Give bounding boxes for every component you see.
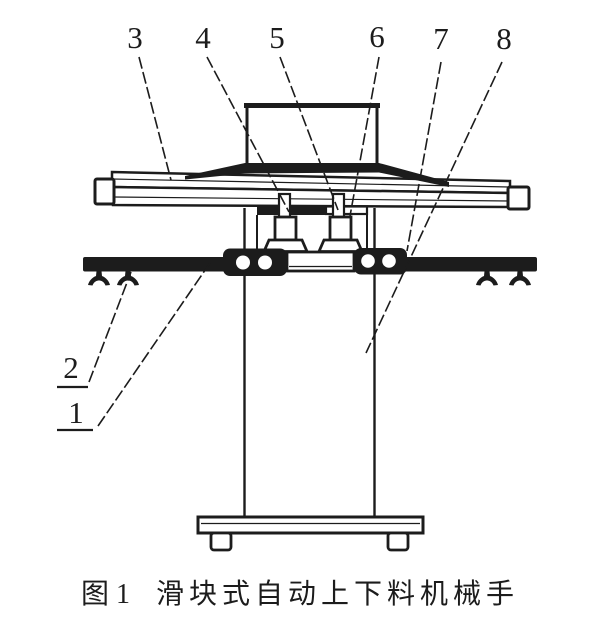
leader-line-4	[206, 56, 290, 213]
part-label-1: 1	[68, 395, 84, 430]
part-label-8: 8	[496, 21, 512, 56]
slide-block-left-hole-1	[236, 255, 250, 270]
base-foot-right	[386, 531, 410, 552]
part-label-5: 5	[269, 20, 285, 55]
base-foot-left	[209, 531, 233, 552]
slide-block-right-hole-1	[361, 254, 375, 268]
leader-line-5	[279, 56, 339, 211]
part-label-6: 6	[369, 19, 385, 54]
center-guide-bar	[285, 250, 356, 273]
base-plate	[196, 515, 425, 535]
leader-line-7	[406, 61, 442, 252]
figure-caption: 图 1 滑块式自动上下料机械手	[0, 572, 600, 612]
t-slider-left-stem	[273, 215, 298, 242]
rail-end-cap-left	[93, 177, 116, 206]
rail-end-cap-right	[506, 185, 531, 211]
gripper-claw	[476, 271, 498, 286]
slide-block-left	[223, 248, 287, 276]
part-label-3: 3	[127, 20, 143, 55]
rail-inner-line-bottom	[112, 196, 511, 202]
t-slider-right-foot	[316, 238, 365, 253]
slide-block-right-hole-2	[382, 254, 396, 268]
pin-right	[331, 192, 346, 221]
gripper-claw	[88, 271, 110, 286]
gripper-bar-assembly	[83, 248, 537, 286]
pin-crossbar	[324, 205, 369, 216]
leader-line-1	[97, 262, 211, 427]
t-slider-right-stem	[328, 215, 353, 242]
machine-base	[196, 515, 425, 552]
slider-top-plate	[257, 206, 368, 215]
figure-caption-title: 滑块式自动上下料机械手	[156, 579, 520, 610]
leader-line-2	[88, 271, 132, 383]
leader-line-6	[349, 56, 380, 217]
head-box-flare	[185, 163, 449, 187]
head-box	[185, 103, 449, 187]
head-box-outline	[245, 104, 379, 166]
leader-line-8	[365, 61, 503, 354]
part-labels: 3 4 5 6 7 8 2 1	[63, 19, 512, 430]
part-label-7: 7	[433, 21, 449, 56]
figure-caption-number: 图 1	[80, 579, 130, 610]
slide-block-left-hole-2	[258, 255, 272, 270]
part-label-4: 4	[195, 20, 211, 55]
leader-lines	[57, 56, 503, 432]
leader-line-3	[138, 56, 172, 181]
manipulator-diagram: 3 4 5 6 7 8 2 1	[57, 19, 537, 552]
guide-rail	[93, 170, 531, 211]
part-label-2: 2	[63, 350, 79, 385]
gripper-claw	[509, 271, 531, 286]
